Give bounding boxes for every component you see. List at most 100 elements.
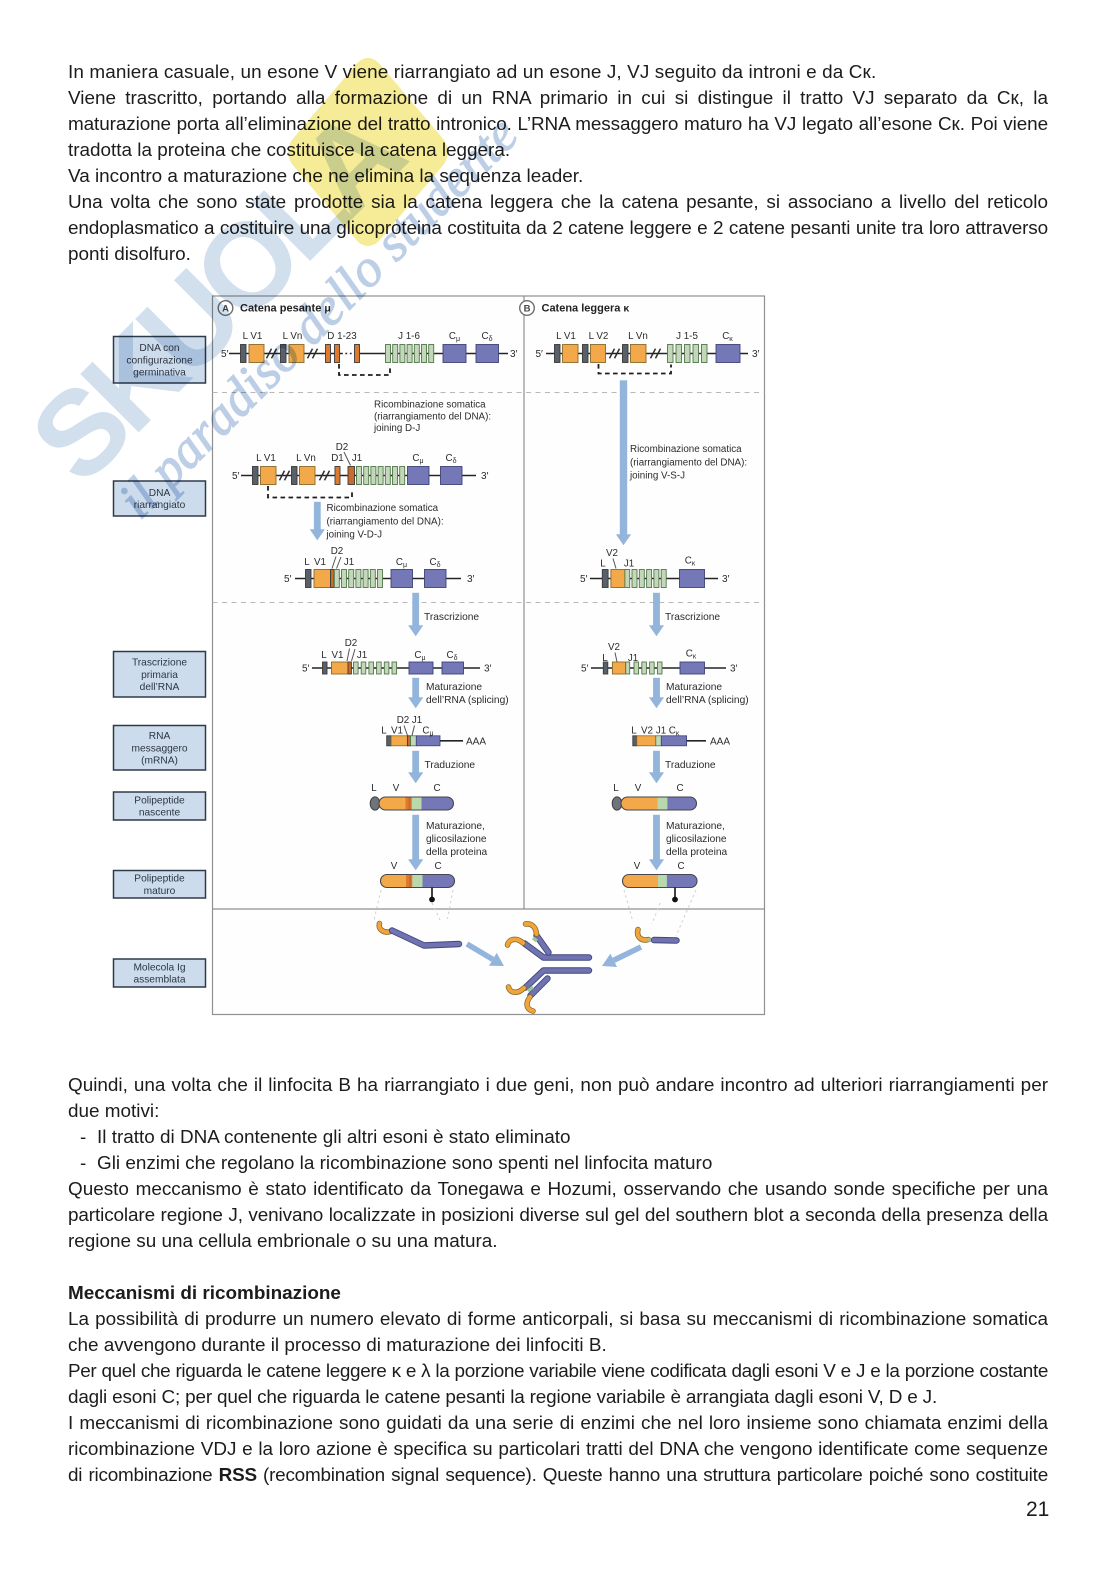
svg-text:Maturazione: Maturazione <box>426 682 482 693</box>
svg-text:L: L <box>631 726 637 737</box>
svg-text:3′: 3′ <box>510 349 518 360</box>
svg-text:Cμ: Cμ <box>412 453 423 465</box>
svg-text:J1: J1 <box>624 559 634 570</box>
svg-text:C: C <box>434 861 441 872</box>
svg-text:V1: V1 <box>391 726 403 737</box>
svg-text:Cμ: Cμ <box>449 331 460 343</box>
svg-text:Cκ: Cκ <box>686 649 697 661</box>
svg-text:J1: J1 <box>344 557 354 568</box>
svg-text:L Vn: L Vn <box>283 331 303 342</box>
svg-text:DNA: DNA <box>149 488 171 499</box>
svg-text:V: V <box>635 783 642 794</box>
svg-text:Traduzione: Traduzione <box>665 760 716 771</box>
svg-text:Ricombinazione somatica: Ricombinazione somatica <box>630 444 742 455</box>
svg-text:AAA: AAA <box>710 736 730 747</box>
svg-text:L V2: L V2 <box>589 331 609 342</box>
svg-text:joining D-J: joining D-J <box>373 423 420 434</box>
svg-text:3′: 3′ <box>484 664 492 675</box>
svg-text:A: A <box>222 304 229 315</box>
svg-text:J1: J1 <box>357 650 367 661</box>
svg-text:Catena pesante μ: Catena pesante μ <box>240 303 331 315</box>
svg-text:L: L <box>602 653 608 664</box>
svg-text:Cκ: Cκ <box>685 556 696 568</box>
svg-text:V1: V1 <box>332 650 344 661</box>
svg-text:DNA con: DNA con <box>139 343 179 354</box>
svg-text:D2: D2 <box>345 638 358 649</box>
svg-text:J1: J1 <box>628 653 638 664</box>
svg-text:nascente: nascente <box>139 808 181 819</box>
svg-text:Polipeptide: Polipeptide <box>134 874 185 885</box>
svg-text:della proteina: della proteina <box>426 847 488 858</box>
svg-text:dell’RNA (splicing): dell’RNA (splicing) <box>666 695 749 706</box>
svg-text:3′: 3′ <box>467 574 475 585</box>
svg-text:Ricombinazione somatica: Ricombinazione somatica <box>327 503 439 514</box>
svg-text:Cδ: Cδ <box>481 331 492 343</box>
svg-text:L Vn: L Vn <box>628 331 648 342</box>
svg-text:Cμ: Cμ <box>396 557 407 569</box>
svg-text:Catena leggera κ: Catena leggera κ <box>542 303 630 315</box>
svg-text:joining V-S-J: joining V-S-J <box>629 471 685 482</box>
svg-text:messaggero: messaggero <box>131 743 187 754</box>
svg-text:Cκ: Cκ <box>669 726 680 738</box>
svg-text:joining V-D-J: joining V-D-J <box>326 530 383 541</box>
svg-text:Polipeptide: Polipeptide <box>134 796 185 807</box>
svg-text:Cδ: Cδ <box>446 650 457 662</box>
svg-text:V2: V2 <box>606 548 618 559</box>
svg-text:(riarrangiamento del DNA):: (riarrangiamento del DNA): <box>327 516 444 527</box>
svg-text:5′: 5′ <box>536 349 544 360</box>
svg-text:riarrangiato: riarrangiato <box>134 500 186 511</box>
svg-text:3′: 3′ <box>722 574 730 585</box>
svg-text:L: L <box>304 557 310 568</box>
svg-text:(riarrangiamento del DNA):: (riarrangiamento del DNA): <box>374 411 491 422</box>
svg-text:D 1-23: D 1-23 <box>327 331 357 342</box>
svg-text:5′: 5′ <box>302 664 310 675</box>
svg-text:dell’RNA (splicing): dell’RNA (splicing) <box>426 695 509 706</box>
svg-text:5′: 5′ <box>580 574 588 585</box>
svg-text:Cμ: Cμ <box>414 650 425 662</box>
svg-text:Maturazione,: Maturazione, <box>666 821 725 832</box>
svg-text:C: C <box>677 861 684 872</box>
svg-text:Maturazione: Maturazione <box>666 682 722 693</box>
svg-text:C: C <box>676 783 683 794</box>
svg-text:glicosilazione: glicosilazione <box>666 834 727 845</box>
svg-text:Molecola Ig: Molecola Ig <box>133 963 185 974</box>
svg-text:L V1: L V1 <box>556 331 576 342</box>
svg-text:Ricombinazione somatica: Ricombinazione somatica <box>374 400 486 411</box>
svg-text:glicosilazione: glicosilazione <box>426 834 487 845</box>
svg-text:V: V <box>391 861 398 872</box>
svg-text:Trascrizione: Trascrizione <box>665 612 720 623</box>
svg-text:J1: J1 <box>352 453 362 464</box>
svg-text:3′: 3′ <box>752 349 760 360</box>
svg-text:maturo: maturo <box>144 886 176 897</box>
svg-text:D2: D2 <box>331 546 344 557</box>
svg-text:Maturazione,: Maturazione, <box>426 821 485 832</box>
svg-text:B: B <box>524 304 531 315</box>
svg-text:primaria: primaria <box>141 670 178 681</box>
svg-text:V: V <box>634 861 641 872</box>
svg-text:5′: 5′ <box>221 349 229 360</box>
svg-text:J 1-6: J 1-6 <box>398 331 420 342</box>
svg-text:assemblata: assemblata <box>133 975 185 986</box>
svg-text:dell’RNA: dell’RNA <box>140 682 180 693</box>
svg-text:germinativa: germinativa <box>133 368 186 379</box>
svg-text:RNA: RNA <box>149 731 171 742</box>
svg-text:L: L <box>613 783 619 794</box>
svg-text:C: C <box>433 783 440 794</box>
svg-text:L V1: L V1 <box>256 453 276 464</box>
svg-text:Traduzione: Traduzione <box>425 760 476 771</box>
svg-text:V2: V2 <box>608 642 620 653</box>
svg-text:L: L <box>371 783 377 794</box>
svg-text:5′: 5′ <box>284 574 292 585</box>
svg-text:3′: 3′ <box>481 471 489 482</box>
svg-text:L: L <box>381 726 387 737</box>
svg-text:D2: D2 <box>336 442 349 453</box>
svg-text:J 1-5: J 1-5 <box>676 331 698 342</box>
svg-text:3′: 3′ <box>730 664 738 675</box>
svg-text:Cκ: Cκ <box>722 331 733 343</box>
svg-text:5′: 5′ <box>581 664 589 675</box>
svg-text:Trascrizione: Trascrizione <box>424 612 479 623</box>
svg-text:L Vn: L Vn <box>296 453 316 464</box>
svg-text:V1: V1 <box>314 557 326 568</box>
svg-text:Cδ: Cδ <box>445 453 456 465</box>
svg-text:V: V <box>393 783 400 794</box>
